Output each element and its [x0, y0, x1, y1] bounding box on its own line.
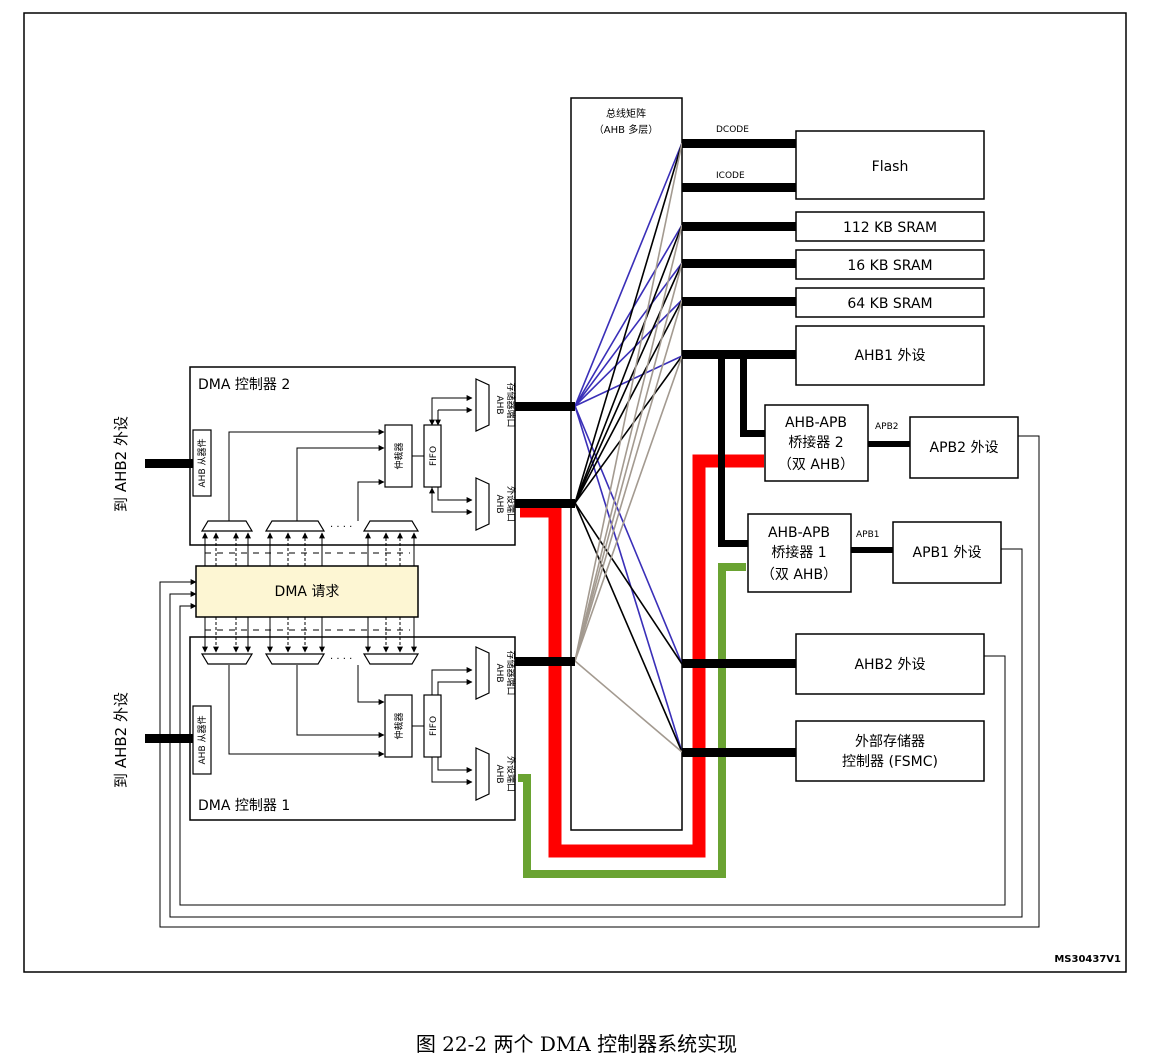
dma1-fifo-label: FIFO: [429, 716, 439, 736]
dma1-periph-port-label1: AHB: [494, 764, 504, 783]
flash-label: Flash: [872, 159, 909, 175]
bus-matrix-crossbar: [574, 142, 683, 753]
icode-label: ICODE: [716, 171, 745, 181]
fsmc-box: [795, 720, 985, 782]
upper-side-label: 到 AHB2 外设: [112, 416, 130, 512]
dma1-mem-port-label1: AHB: [494, 663, 504, 682]
bridge2-line3: （双 AHB）: [778, 457, 854, 473]
red-transfer-path: [520, 454, 764, 858]
dma2-periph-port-mux: [475, 477, 490, 531]
dma2-arbiter-label: 仲裁器: [393, 442, 405, 469]
dma2-internal-wires: [228, 395, 473, 521]
apb2-periph-label: APB2 外设: [930, 440, 999, 456]
bridge2-box: [764, 404, 869, 482]
dma1-slave-label: AHB 从器件: [196, 716, 208, 765]
bridge2-line1: AHB-APB: [785, 415, 847, 431]
green-transfer-path: [518, 563, 746, 878]
bus-matrix-box: [570, 97, 683, 831]
dma2-periph-port-label1: AHB: [494, 494, 504, 513]
dma2-slave-label: AHB 从器件: [196, 439, 208, 488]
ahb1-periph-box: [795, 325, 985, 386]
sram112-label: 112 KB SRAM: [843, 220, 937, 236]
fsmc-line2: 控制器 (FSMC): [842, 754, 938, 770]
ahb1-periph-label: AHB1 外设: [854, 348, 925, 364]
dma1-internal-wires: [228, 665, 473, 785]
dma2-slave-box: [192, 429, 212, 497]
apb1-periph-label: APB1 外设: [913, 545, 982, 561]
figure-caption: 图 22-2 两个 DMA 控制器系统实现: [415, 1032, 738, 1056]
apb2-label: APB2: [875, 422, 898, 432]
flash-box: [795, 130, 985, 200]
dma1-stream-muxes: [200, 653, 420, 665]
dcode-label: DCODE: [716, 125, 749, 135]
bridge1-line2: 桥接器 1: [771, 544, 826, 561]
dma1-request-wires: [202, 617, 417, 653]
ahb2-periph-box: [795, 633, 985, 695]
dma1-box: [189, 636, 516, 821]
apb1-periph-box: [892, 521, 1002, 584]
sram16-label: 16 KB SRAM: [847, 258, 932, 274]
figure-frame: [23, 12, 1127, 973]
target-buses: [145, 139, 910, 757]
bridge1-box: [747, 513, 852, 593]
dma-request-label: DMA 请求: [275, 584, 340, 600]
dma2-mem-port-label2: 存储器端口: [505, 382, 517, 427]
fsmc-line1: 外部存储器: [855, 734, 925, 750]
sram64-label: 64 KB SRAM: [847, 296, 932, 312]
dma-request-bar: [195, 565, 419, 618]
sram64-box: [795, 287, 985, 318]
dma1-arbiter-label: 仲裁器: [393, 712, 405, 739]
dma2-box: [189, 366, 516, 546]
dma1-ellipsis: · · · ·: [330, 654, 352, 665]
apb1-label: APB1: [856, 530, 879, 540]
dma2-stream-muxes: [200, 520, 420, 532]
dma2-ellipsis: · · · ·: [330, 522, 352, 533]
dma1-slave-box: [192, 705, 212, 775]
dma2-fifo-label: FIFO: [429, 446, 439, 466]
dma1-periph-port-label2: 外设端口: [505, 756, 517, 792]
sram16-box: [795, 249, 985, 280]
dma1-mem-port-label2: 存储器端口: [505, 650, 517, 695]
bridge1-line1: AHB-APB: [768, 525, 830, 541]
bridge2-line2: 桥接器 2: [788, 434, 843, 451]
dma2-title: DMA 控制器 2: [198, 377, 290, 393]
dma1-periph-port-mux: [475, 747, 490, 801]
dma2-arbiter-box: [384, 424, 413, 488]
dma1-title: DMA 控制器 1: [198, 798, 290, 814]
request-feedback-lines: [159, 435, 1040, 928]
bridge1-line3: （双 AHB）: [761, 567, 837, 583]
ahb2-periph-label: AHB2 外设: [854, 657, 925, 673]
dma1-mem-port-mux: [475, 646, 490, 700]
dma2-periph-port-label2: 外设端口: [505, 486, 517, 522]
lower-side-label: 到 AHB2 外设: [112, 692, 130, 788]
dma2-request-wires: [202, 532, 417, 566]
figure-id: MS30437V1: [1054, 954, 1121, 965]
apb2-periph-box: [909, 416, 1019, 479]
dma2-mem-port-label1: AHB: [494, 395, 504, 414]
bus-matrix-title: 总线矩阵: [606, 107, 646, 120]
bus-matrix-subtitle: （AHB 多层）: [594, 123, 658, 136]
sram112-box: [795, 211, 985, 242]
dma2-mem-port-mux: [475, 378, 490, 432]
